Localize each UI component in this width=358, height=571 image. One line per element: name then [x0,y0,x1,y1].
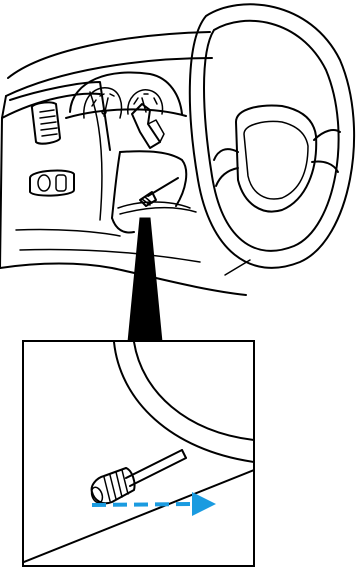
callout-pointer [128,218,162,342]
dashboard [0,32,250,295]
headlamp-switch [30,171,74,196]
detail-inset [23,341,254,566]
steering-wheel [190,4,354,268]
air-vent [32,102,60,143]
instrument-cluster [66,73,186,118]
